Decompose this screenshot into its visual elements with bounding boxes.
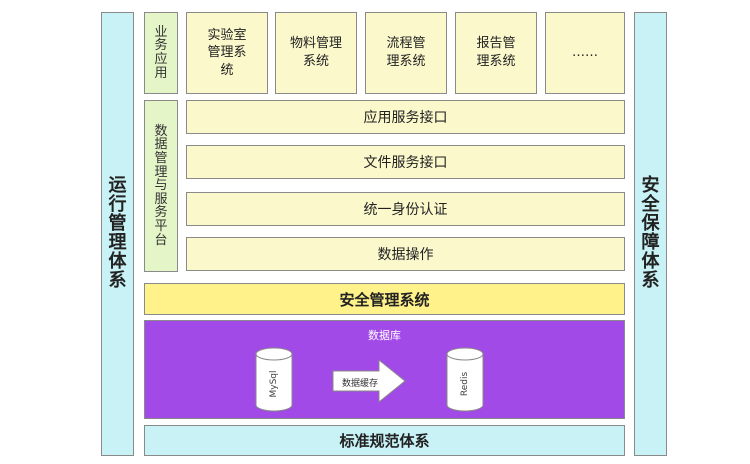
data-platform-label-char: 台 xyxy=(154,232,168,248)
operations-management-label: 运行管理体系 xyxy=(108,175,127,291)
data-platform-label-char: 管 xyxy=(154,150,168,166)
layer-application-service-interface: 应用服务接口 xyxy=(186,100,625,134)
security-assurance-label-char: 系 xyxy=(641,269,660,291)
operations-management-label-char: 理 xyxy=(108,232,127,253)
redis-cylinder-icon xyxy=(446,347,484,412)
layer-application-service-interface-label: 应用服务接口 xyxy=(363,110,448,126)
security-assurance-label-char: 障 xyxy=(641,232,660,253)
app-label-line: 理系统 xyxy=(476,54,516,69)
security-management-system-label: 安全管理系统 xyxy=(339,290,430,309)
mysql-cylinder-icon xyxy=(255,347,293,412)
mysql-label: MySql xyxy=(269,370,279,398)
business-apps-label-char: 务 xyxy=(154,38,168,54)
app-process-management-label: 流程管理系统 xyxy=(386,35,425,70)
security-assurance-label-char: 体 xyxy=(641,250,660,272)
operations-management-label-char: 系 xyxy=(108,269,127,291)
business-apps-label-char: 业 xyxy=(154,24,168,40)
app-label-line: 报告管 xyxy=(476,36,516,52)
database-area: 数据库 MySql 数据缓存 Redis xyxy=(144,320,625,419)
app-process-management: 流程管理系统 xyxy=(365,12,447,94)
app-lab-management: 实验室管理系统 xyxy=(186,12,268,94)
layer-unified-identity-auth-label: 统一身份认证 xyxy=(363,202,448,218)
layer-file-service-interface: 文件服务接口 xyxy=(186,145,625,179)
app-report-management: 报告管理系统 xyxy=(455,12,537,94)
data-platform-label-char: 据 xyxy=(154,137,168,153)
app-more: …… xyxy=(545,12,625,94)
standards-system-label: 标准规范体系 xyxy=(339,432,430,450)
data-platform-label-char: 与 xyxy=(154,178,168,194)
app-label-line: 管理系 xyxy=(207,45,247,61)
app-material-management-label: 物料管理系统 xyxy=(290,35,342,70)
operations-management-label-char: 行 xyxy=(108,194,127,216)
layer-data-operations-label: 数据操作 xyxy=(377,247,434,263)
operations-management-column: 运行管理体系 xyxy=(101,12,134,456)
data-platform-label-char: 平 xyxy=(154,219,168,235)
app-more-label: …… xyxy=(572,44,598,62)
app-label-line: 物料管理 xyxy=(289,36,342,52)
data-platform-label-char: 数 xyxy=(154,123,168,139)
security-assurance-label-char: 全 xyxy=(641,194,660,216)
app-label-line: …… xyxy=(572,45,598,61)
security-assurance-label-char: 安 xyxy=(641,175,660,197)
app-material-management: 物料管理系统 xyxy=(275,12,357,94)
layer-file-service-interface-label: 文件服务接口 xyxy=(363,155,448,171)
redis-label: Redis xyxy=(460,371,470,397)
app-label-line: 理系统 xyxy=(386,54,426,69)
app-label-line: 实验室 xyxy=(207,27,247,43)
app-label-line: 流程管 xyxy=(386,36,426,52)
operations-management-label-char: 管 xyxy=(108,213,127,235)
app-label-line: 系统 xyxy=(302,54,329,69)
database-title: 数据库 xyxy=(368,329,401,342)
operations-management-label-char: 体 xyxy=(108,250,127,272)
data-platform-label-char: 务 xyxy=(154,205,168,221)
data-platform-label-char: 理 xyxy=(154,164,168,180)
operations-management-label-char: 运 xyxy=(108,175,127,197)
data-platform-label-box: 数据管理与服务平台 xyxy=(144,100,178,272)
security-assurance-label: 安全保障体系 xyxy=(641,175,660,291)
data-platform-label-char: 服 xyxy=(154,191,168,207)
data-platform-label: 数据管理与服务平台 xyxy=(154,123,168,248)
security-assurance-label-char: 保 xyxy=(641,213,660,235)
layer-unified-identity-auth: 统一身份认证 xyxy=(186,192,625,226)
business-apps-label-char: 用 xyxy=(154,65,168,81)
security-assurance-column: 安全保障体系 xyxy=(634,12,667,456)
business-apps-label: 业务应用 xyxy=(154,26,167,81)
app-lab-management-label: 实验室管理系统 xyxy=(207,27,246,80)
standards-system: 标准规范体系 xyxy=(144,425,625,456)
app-label-line: 统 xyxy=(220,62,234,78)
business-apps-label-char: 应 xyxy=(154,52,168,67)
app-report-management-label: 报告管理系统 xyxy=(476,35,515,70)
security-management-system: 安全管理系统 xyxy=(144,283,625,315)
layer-data-operations: 数据操作 xyxy=(186,237,625,271)
cache-arrow-icon xyxy=(332,358,406,404)
business-apps-label-box: 业务应用 xyxy=(144,12,178,94)
cache-arrow-label: 数据缓存 xyxy=(341,379,378,389)
